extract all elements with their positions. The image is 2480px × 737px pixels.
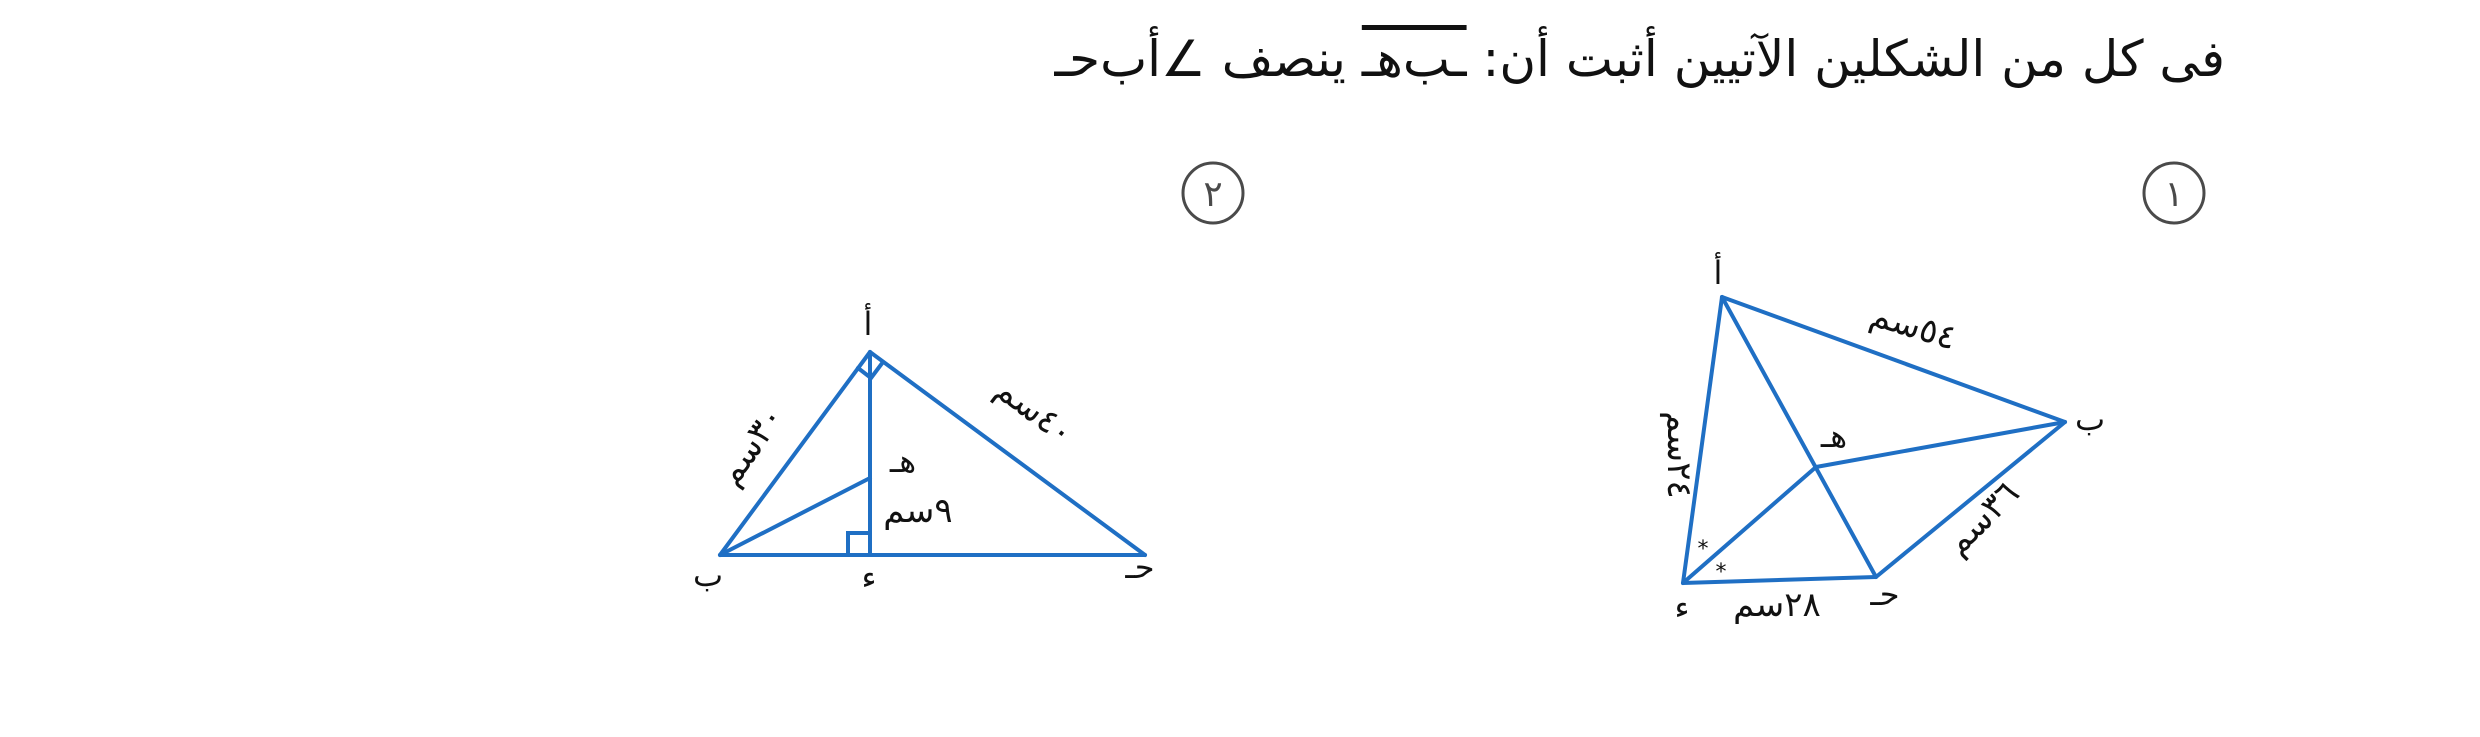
question-main: فى كل من الشكلين الآتيين أثبت أن: [1482,30,2225,88]
fig1-angle-mark-1: * [1698,537,1709,562]
fig2-length-ed: ٩سم [883,491,952,531]
fig2-segment-ab [718,350,872,557]
figure-1-number-badge: ١ [2142,161,2206,225]
fig2-vertex-c: حـ [1124,548,1154,586]
fig2-right-angle-a [856,360,885,381]
fig1-vertex-e: هـ [1820,417,1847,455]
fig1-vertex-a: أ [1714,252,1723,292]
svg-text:١: ١ [2164,174,2183,215]
fig2-vertex-a: أ [864,303,873,343]
fig1-segment-de [1681,465,1818,585]
question-angle-symbol: ∠ [1161,30,1206,88]
fig2-segment-ac [868,350,1147,557]
question-verb: ينصف [1221,30,1346,88]
fig1-segment-ab [1720,295,2067,424]
fig1-segment-cd [1681,575,1878,585]
fig2-segment-be [718,476,872,557]
fig2-vertex-b: ب [693,556,723,594]
question-text: فى كل من الشكلين الآتيين أثبت أن: ـب‌هـ … [1055,30,2225,88]
fig1-segment-be [1814,420,2067,469]
fig1-segment-bc [1874,420,2067,579]
question-segment: ـب‌هـ [1361,30,1467,88]
fig2-length-ab: ٣٠سم [709,398,792,493]
svg-text:٢: ٢ [1203,174,1222,215]
figure-2-number-badge: ٢ [1181,161,1245,225]
fig1-segment-da [1681,295,1724,585]
fig1-length-dc: ٢٨سم [1733,585,1821,625]
fig1-vertex-c: حـ [1869,575,1899,613]
figure-2 [718,350,1147,557]
fig1-length-ab: ٥٤سم [1865,295,1961,359]
fig1-vertex-b: ب [2075,400,2105,438]
fig2-right-angle-d [846,531,872,557]
figure-1 [1681,295,2067,585]
fig2-vertex-e: هـ [889,442,916,480]
fig2-vertex-d: ء [861,558,876,596]
fig1-angle-mark-2: * [1716,560,1727,585]
fig1-diagonal-ac [1720,295,1878,579]
fig1-vertex-d: ء [1674,588,1689,626]
fig1-length-ad: ٢٤سم [1659,411,1699,499]
question-angle-name: أب‌حـ [1054,30,1162,88]
figure-2-labels: أ ب حـ ء هـ ٣٠سم ٤٠سم ٩سم [693,303,1155,596]
fig2-length-ac: ٤٠سم [988,369,1082,454]
